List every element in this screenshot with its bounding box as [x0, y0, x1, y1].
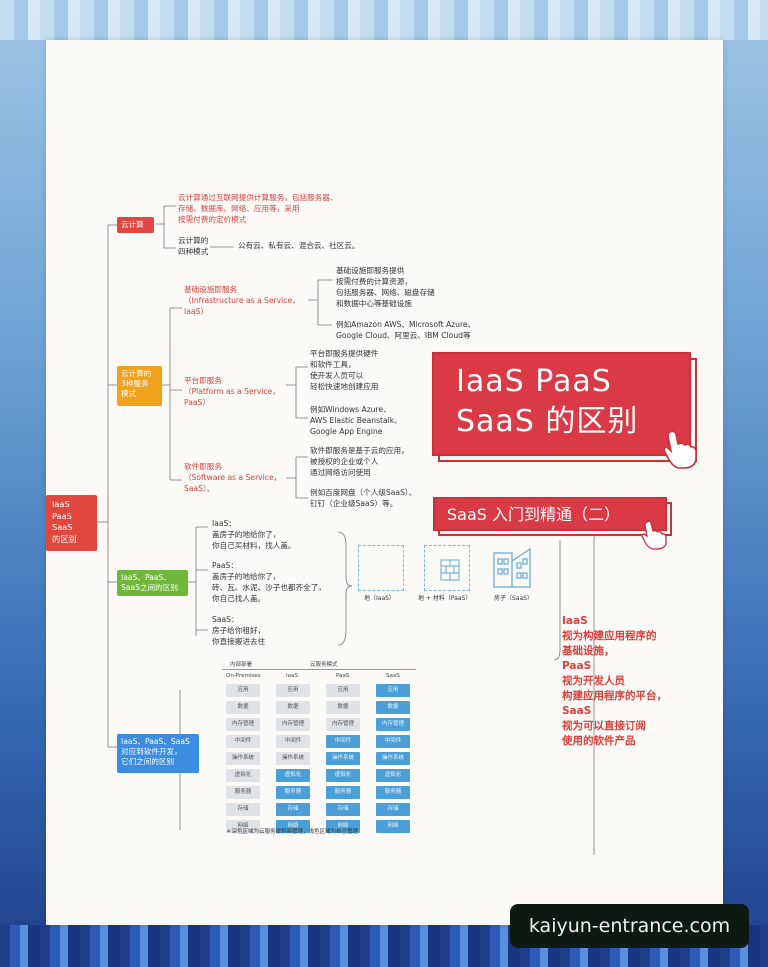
subtitle-card: SaaS 入门到精通（二）	[433, 497, 672, 550]
table-cell: 虚拟化	[276, 769, 310, 782]
table-cell: 操作系统	[326, 752, 360, 765]
analogy-iaas-text: IaaS： 盖房子的地给你了， 你自己买材料，找人盖。	[212, 519, 296, 550]
paas-description: 平台即服务提供硬件 和软件工具， 使开发人员可以 轻松快速地创建应用	[310, 349, 379, 391]
table-cell: 中间件	[226, 735, 260, 748]
cloud-modes-label: 云计算的 四种模式	[178, 236, 209, 256]
analogy-paas-text: PaaS： 盖房子的地给你了， 砖、瓦、水泥、沙子也都齐全了， 你自己找人盖。	[212, 561, 326, 603]
land-caption: 地（IaaS）	[364, 595, 395, 602]
table-cell: 中间件	[376, 735, 410, 748]
paas-examples: 例如Windows Azure、 AWS Elastic Beanstalk、 …	[310, 405, 402, 436]
table-cell: 应用	[276, 684, 310, 697]
table-column-header: PaaS	[336, 673, 350, 679]
table-cell: 中间件	[326, 735, 360, 748]
land-icon	[358, 545, 404, 591]
table-note: ＊深色区域为云服务提供商管理，浅色区域为自己管理	[226, 829, 359, 835]
subtitle-text: SaaS 入门到精通（二）	[447, 505, 621, 524]
table-group-internal: 内部部署	[230, 662, 253, 668]
cloud-modes-value: 公有云、私有云、混合云、社区云。	[238, 241, 360, 250]
watermark-badge: kaiyun-entrance.com	[510, 904, 749, 948]
paas-title: 平台即服务 （Platform as a Service， PaaS）	[184, 376, 280, 407]
table-cell: 操作系统	[226, 752, 260, 765]
pointing-hand-icon-small	[641, 520, 667, 550]
table-column-header: On-Premises	[226, 673, 261, 679]
saas-description: 软件即服务是基于云的应用， 被授权的企业或个人 通过网络访问使用	[310, 446, 409, 477]
table-cell: 存储	[276, 803, 310, 816]
land-materials-icon	[424, 545, 470, 591]
software-dev-node: IaaS、PaaS、SaaS 对应到软件开发， 它们之间的区别	[117, 734, 199, 773]
analogy-node: IaaS、PaaS、 SaaS之间的区别	[117, 570, 188, 596]
table-cell: 网络	[226, 820, 260, 833]
root-node: IaaS PaaS SaaS 的区别	[46, 495, 97, 551]
table-cell: 服务器	[276, 786, 310, 799]
title-text: IaaS PaaS SaaS 的区别	[456, 364, 639, 439]
service-model-table: 内部部署 云服务模式 On-Premises IaaS PaaS SaaS 应用 应用 应用…	[222, 658, 416, 838]
table-cell: 存储	[226, 803, 260, 816]
table-cell: 服务器	[326, 786, 360, 799]
cloud-definition-text: 云计算通过互联网提供计算服务，包括服务器、 存储、数据库、网络、应用等，采用 按…	[178, 193, 338, 224]
table-cell: 网络	[326, 820, 360, 833]
table-cell: 内存管理	[226, 718, 260, 731]
iaas-description: 基础设施即服务提供 按需付费的计算资源， 包括服务器、网络、磁盘存储 和数据中心…	[336, 266, 435, 308]
title-card: IaaS PaaS SaaS 的区别	[432, 352, 699, 469]
table-cell: 存储	[376, 803, 410, 816]
service-modes-node: 云计算的 3种服务 模式	[117, 366, 162, 406]
iaas-title: 基础设施即服务 （Infrastructure as a Service， Ia…	[184, 285, 300, 316]
table-cell: 存储	[326, 803, 360, 816]
cloud-computing-node: 云计算	[117, 217, 154, 233]
table-column-header: IaaS	[286, 673, 298, 679]
table-cell: 虚拟化	[326, 769, 360, 782]
table-cell: 中间件	[276, 735, 310, 748]
table-cell: 内存管理	[326, 718, 360, 731]
table-cell: 应用	[226, 684, 260, 697]
table-cell: 操作系统	[376, 752, 410, 765]
land-materials-caption: 地 + 材料（PaaS）	[418, 595, 472, 602]
building-caption: 房子（SaaS）	[494, 595, 533, 602]
table-cell: 内存管理	[276, 718, 310, 731]
table-cell: 服务器	[376, 786, 410, 799]
table-cell: 虚拟化	[226, 769, 260, 782]
connector-lines	[97, 205, 603, 855]
table-cell: 数据	[226, 701, 260, 714]
table-cell: 应用	[326, 684, 360, 697]
table-group-cloud: 云服务模式	[310, 662, 338, 668]
table-cell: 内存管理	[376, 718, 410, 731]
analogy-saas-text: SaaS： 房子给你租好， 你直接搬进去住	[212, 615, 266, 646]
table-cell: 应用	[376, 684, 410, 697]
table-cell: 网络	[376, 820, 410, 833]
summary-text: IaaS 视为构建应用程序的 基础设施， PaaS 视为开发人员 构建应用程序的…	[562, 615, 667, 747]
table-cell: 数据	[326, 701, 360, 714]
table-cell: 虚拟化	[376, 769, 410, 782]
background-pixels-top	[0, 0, 768, 40]
mind-map-sheet: IaaS PaaS SaaS 的区别 云计算 云计算通过互联网提供计算服务，包括…	[46, 40, 723, 925]
pointing-hand-icon	[663, 430, 697, 469]
table-column-header: SaaS	[386, 673, 400, 679]
saas-examples: 例如百度网盘（个人级SaaS）、 钉钉（企业级SaaS）等。	[310, 488, 417, 508]
table-cell: 数据	[376, 701, 410, 714]
table-cell: 操作系统	[276, 752, 310, 765]
table-cell: 服务器	[226, 786, 260, 799]
building-icon	[490, 545, 534, 589]
table-cell: 网络	[276, 820, 310, 833]
saas-title: 软件即服务 （Software as a Service， SaaS）、	[184, 462, 282, 493]
iaas-examples: 例如Amazon AWS、Microsoft Azure、 Google Clo…	[336, 320, 476, 340]
table-cell: 数据	[276, 701, 310, 714]
